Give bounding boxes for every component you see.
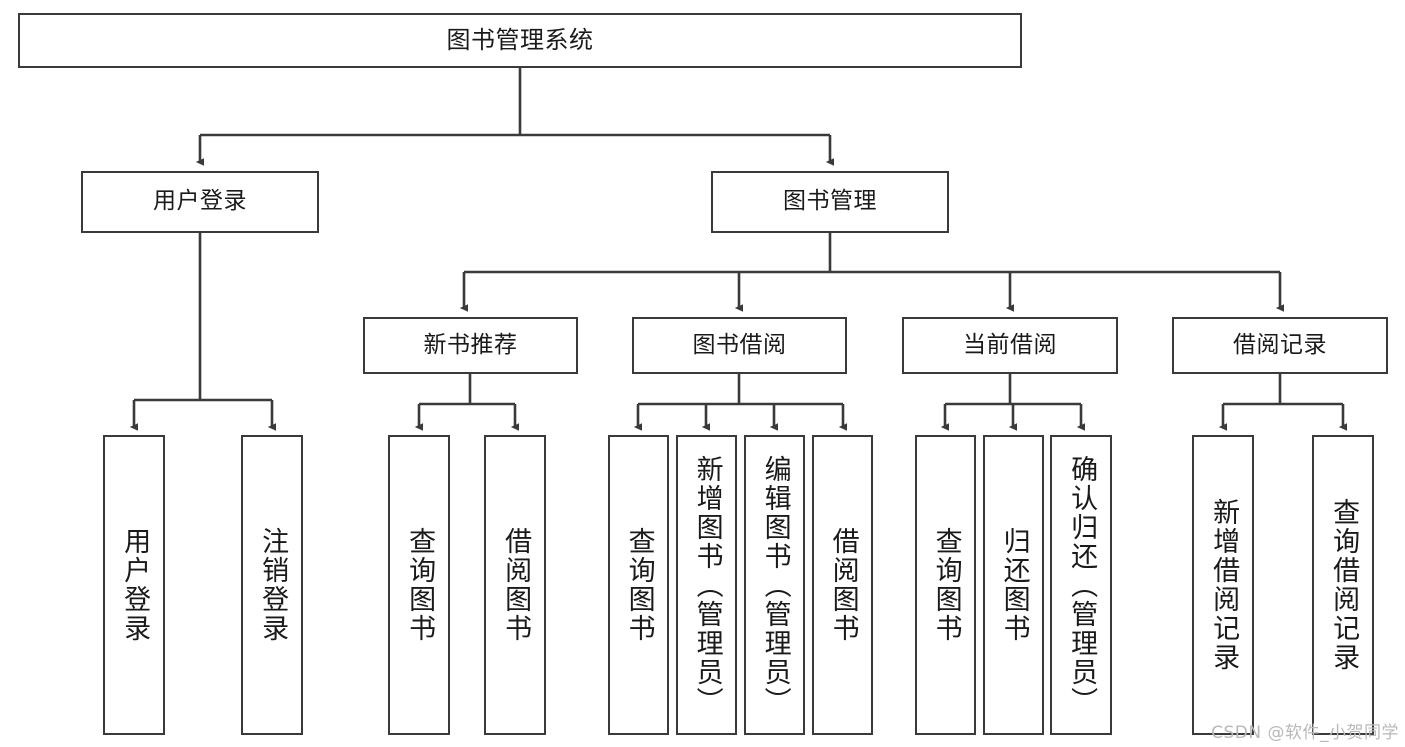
node-leaf-confirm-return-label: 确认归还（管理员） [1066, 454, 1098, 716]
node-borrow-record-label: 借阅记录 [1233, 331, 1327, 358]
node-root-label: 图书管理系统 [446, 26, 594, 55]
node-leaf-query-book-3-label: 查询图书 [930, 527, 962, 643]
node-user-login[interactable]: 用户登录 [81, 171, 319, 233]
node-new-book-recommend-label: 新书推荐 [423, 331, 518, 358]
node-leaf-return-book[interactable]: 归还图书 [983, 435, 1044, 735]
node-user-login-label: 用户登录 [153, 188, 247, 215]
node-book-manage[interactable]: 图书管理 [711, 171, 949, 233]
node-leaf-logout-login-label: 注销登录 [257, 527, 289, 643]
node-leaf-borrow-book-2-label: 借阅图书 [827, 527, 859, 643]
node-book-borrow[interactable]: 图书借阅 [632, 317, 847, 374]
node-leaf-add-borrow-record-label: 新增借阅记录 [1208, 498, 1240, 672]
node-leaf-add-book-label: 新增图书（管理员） [691, 454, 723, 716]
node-book-manage-label: 图书管理 [783, 188, 877, 215]
node-leaf-borrow-book-1[interactable]: 借阅图书 [484, 435, 546, 735]
node-root[interactable]: 图书管理系统 [18, 13, 1022, 68]
node-leaf-add-book[interactable]: 新增图书（管理员） [676, 435, 737, 735]
node-leaf-edit-book-label: 编辑图书（管理员） [759, 454, 791, 716]
node-current-borrow[interactable]: 当前借阅 [902, 317, 1118, 374]
node-leaf-logout-login[interactable]: 注销登录 [241, 435, 303, 735]
node-leaf-add-borrow-record[interactable]: 新增借阅记录 [1192, 435, 1254, 735]
node-leaf-query-borrow-record[interactable]: 查询借阅记录 [1312, 435, 1374, 735]
node-leaf-edit-book[interactable]: 编辑图书（管理员） [744, 435, 805, 735]
node-new-book-recommend[interactable]: 新书推荐 [363, 317, 578, 374]
node-book-borrow-label: 图书借阅 [692, 331, 787, 358]
node-leaf-query-book-1[interactable]: 查询图书 [388, 435, 450, 735]
node-borrow-record[interactable]: 借阅记录 [1172, 317, 1388, 374]
node-leaf-query-book-1-label: 查询图书 [404, 527, 436, 643]
node-leaf-query-book-2[interactable]: 查询图书 [608, 435, 669, 735]
node-leaf-borrow-book-1-label: 借阅图书 [500, 527, 532, 643]
node-leaf-query-book-3[interactable]: 查询图书 [915, 435, 976, 735]
node-current-borrow-label: 当前借阅 [963, 331, 1057, 358]
node-leaf-user-login-label: 用户登录 [119, 527, 151, 643]
node-leaf-query-borrow-record-label: 查询借阅记录 [1328, 498, 1360, 672]
node-leaf-return-book-label: 归还图书 [998, 527, 1030, 643]
csdn-watermark: CSDN @软件_小贺同学 [1211, 723, 1399, 743]
node-leaf-user-login[interactable]: 用户登录 [103, 435, 165, 735]
node-leaf-borrow-book-2[interactable]: 借阅图书 [812, 435, 873, 735]
node-leaf-confirm-return[interactable]: 确认归还（管理员） [1050, 435, 1112, 735]
node-leaf-query-book-2-label: 查询图书 [623, 527, 655, 643]
